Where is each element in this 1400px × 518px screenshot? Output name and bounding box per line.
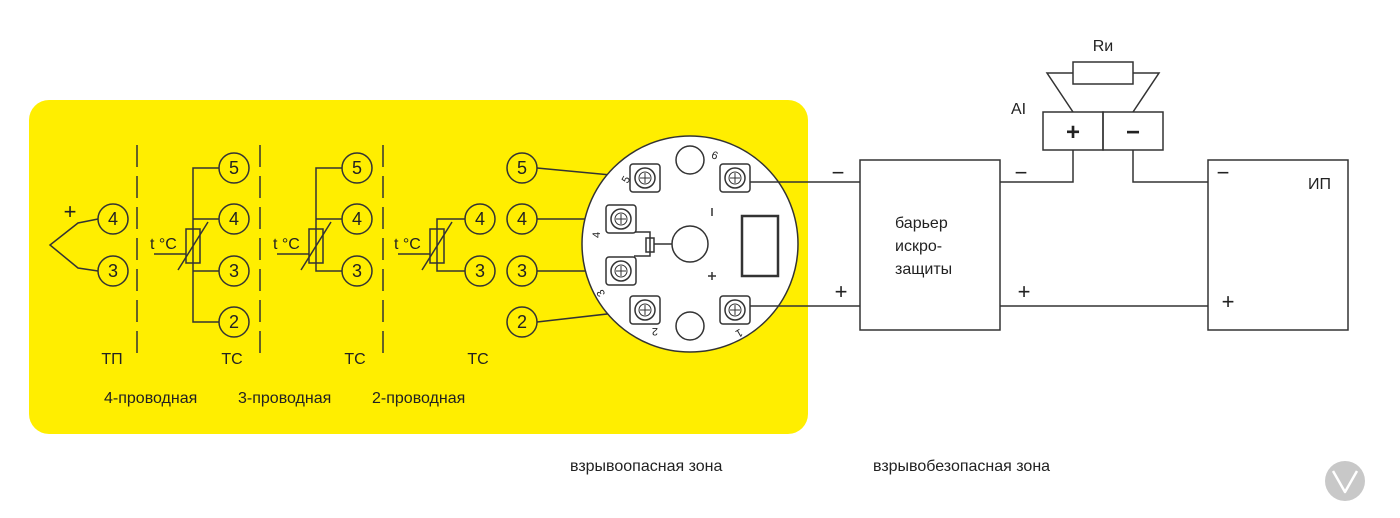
- power-supply: ИП − +: [1207, 159, 1349, 331]
- rtd-resistor: [185, 228, 201, 264]
- screw-terminal-6: [719, 163, 751, 193]
- terminal-3-tp-label: 3: [108, 261, 118, 281]
- input-terminal-3-label: 3: [517, 261, 527, 281]
- power-supply-minus: −: [1217, 160, 1230, 185]
- input-terminal-3: [506, 255, 538, 287]
- rtd-temp-label: t °C: [273, 236, 300, 253]
- input-terminal-5-label: 5: [517, 158, 527, 178]
- rtd-temp-label: t °C: [394, 236, 421, 253]
- power-supply-label: ИП: [1308, 176, 1331, 193]
- ai-module: Rи AI + −: [1011, 38, 1164, 151]
- head-number-6: 6: [710, 149, 720, 162]
- rtd-resistor: [429, 228, 445, 264]
- terminal-4-tp: [97, 203, 129, 235]
- hazardous-zone-caption: взрывоопасная зона: [570, 458, 722, 475]
- input-terminal-2-label: 2: [517, 312, 527, 332]
- terminal-5-label: 5: [229, 158, 239, 178]
- screw-terminal-5: [629, 163, 661, 193]
- head-number-2: 2: [652, 325, 658, 337]
- wire-minus-right: −: [1015, 160, 1028, 185]
- rtd-2-wire: t °C 4 3 ТС: [394, 203, 496, 368]
- barrier-line-2: искро-: [895, 238, 942, 255]
- caption-3-wire: 3-проводная: [238, 390, 331, 407]
- head-number-3: 3: [595, 287, 608, 298]
- screw-terminal-4: [605, 204, 637, 234]
- terminal-4-tp-label: 4: [108, 209, 118, 229]
- head-window: [740, 214, 780, 278]
- wire-plus-right: +: [1018, 279, 1031, 304]
- power-supply-plus: +: [1222, 289, 1235, 314]
- ai-minus-sign: −: [1126, 119, 1140, 146]
- caption-4-wire: 4-проводная: [104, 390, 197, 407]
- transmitter-head: 5 6 4 3 2 1: [581, 135, 799, 353]
- wire-minus-left: −: [832, 160, 845, 185]
- input-terminal-5: [506, 152, 538, 184]
- wire-plus-left: +: [835, 279, 848, 304]
- tp-plus-sign: +: [64, 199, 77, 224]
- resistor: [1072, 61, 1134, 85]
- head-number-1: 1: [733, 326, 744, 339]
- terminal-2-label: 2: [229, 312, 239, 332]
- rtd-temp-label: t °C: [150, 236, 177, 253]
- chevron-down-icon[interactable]: [1325, 461, 1365, 501]
- terminal-4: [341, 203, 373, 235]
- rtd-4-wire: t °C 5 4 3 2 ТС: [150, 152, 250, 368]
- terminal-3-label: 3: [475, 261, 485, 281]
- terminal-4-label: 4: [229, 209, 239, 229]
- input-terminal-4: [506, 203, 538, 235]
- tc-label-3wire: ТС: [344, 351, 365, 368]
- terminal-3-label: 3: [352, 261, 362, 281]
- safety-barrier: барьер искро- защиты: [859, 159, 1001, 331]
- screw-terminal-3: [605, 256, 637, 286]
- head-number-4: 4: [591, 232, 603, 238]
- section-separators: [136, 145, 384, 358]
- input-terminal-4-label: 4: [517, 209, 527, 229]
- tp-label: ТП: [101, 351, 122, 368]
- terminal-4-label: 4: [475, 209, 485, 229]
- screw-terminal-1: [719, 295, 751, 325]
- caption-2-wire: 2-проводная: [372, 390, 465, 407]
- terminal-3: [464, 255, 496, 287]
- terminal-3: [218, 255, 250, 287]
- tc-label-4wire: ТС: [221, 351, 242, 368]
- terminal-4: [218, 203, 250, 235]
- ai-minus-terminal: [1102, 111, 1164, 151]
- terminal-5: [341, 152, 373, 184]
- head-number-5: 5: [620, 174, 633, 185]
- barrier-line-1: барьер: [895, 215, 948, 232]
- input-terminal-2: [506, 306, 538, 338]
- rtd-3-wire: t °C 5 4 3 ТС: [273, 152, 373, 368]
- terminal-5: [218, 152, 250, 184]
- terminal-3-tp: [97, 255, 129, 287]
- ai-plus-sign: +: [1066, 119, 1080, 146]
- terminal-3: [341, 255, 373, 287]
- tc-label-2wire: ТС: [467, 351, 488, 368]
- thermocouple-tp: 4 3 + ТП: [48, 199, 129, 368]
- terminal-5-label: 5: [352, 158, 362, 178]
- rtd-resistor: [308, 228, 324, 264]
- ai-label: AI: [1011, 101, 1026, 118]
- terminal-4-label: 4: [352, 209, 362, 229]
- barrier-line-3: защиты: [895, 261, 952, 278]
- safe-zone-caption: взрывобезопасная зона: [873, 458, 1050, 475]
- terminal-4: [464, 203, 496, 235]
- screw-terminal-2: [629, 295, 661, 325]
- terminal-3-label: 3: [229, 261, 239, 281]
- terminal-2: [218, 306, 250, 338]
- loop-wiring: [750, 150, 1208, 307]
- resistor-label: Rи: [1093, 38, 1114, 55]
